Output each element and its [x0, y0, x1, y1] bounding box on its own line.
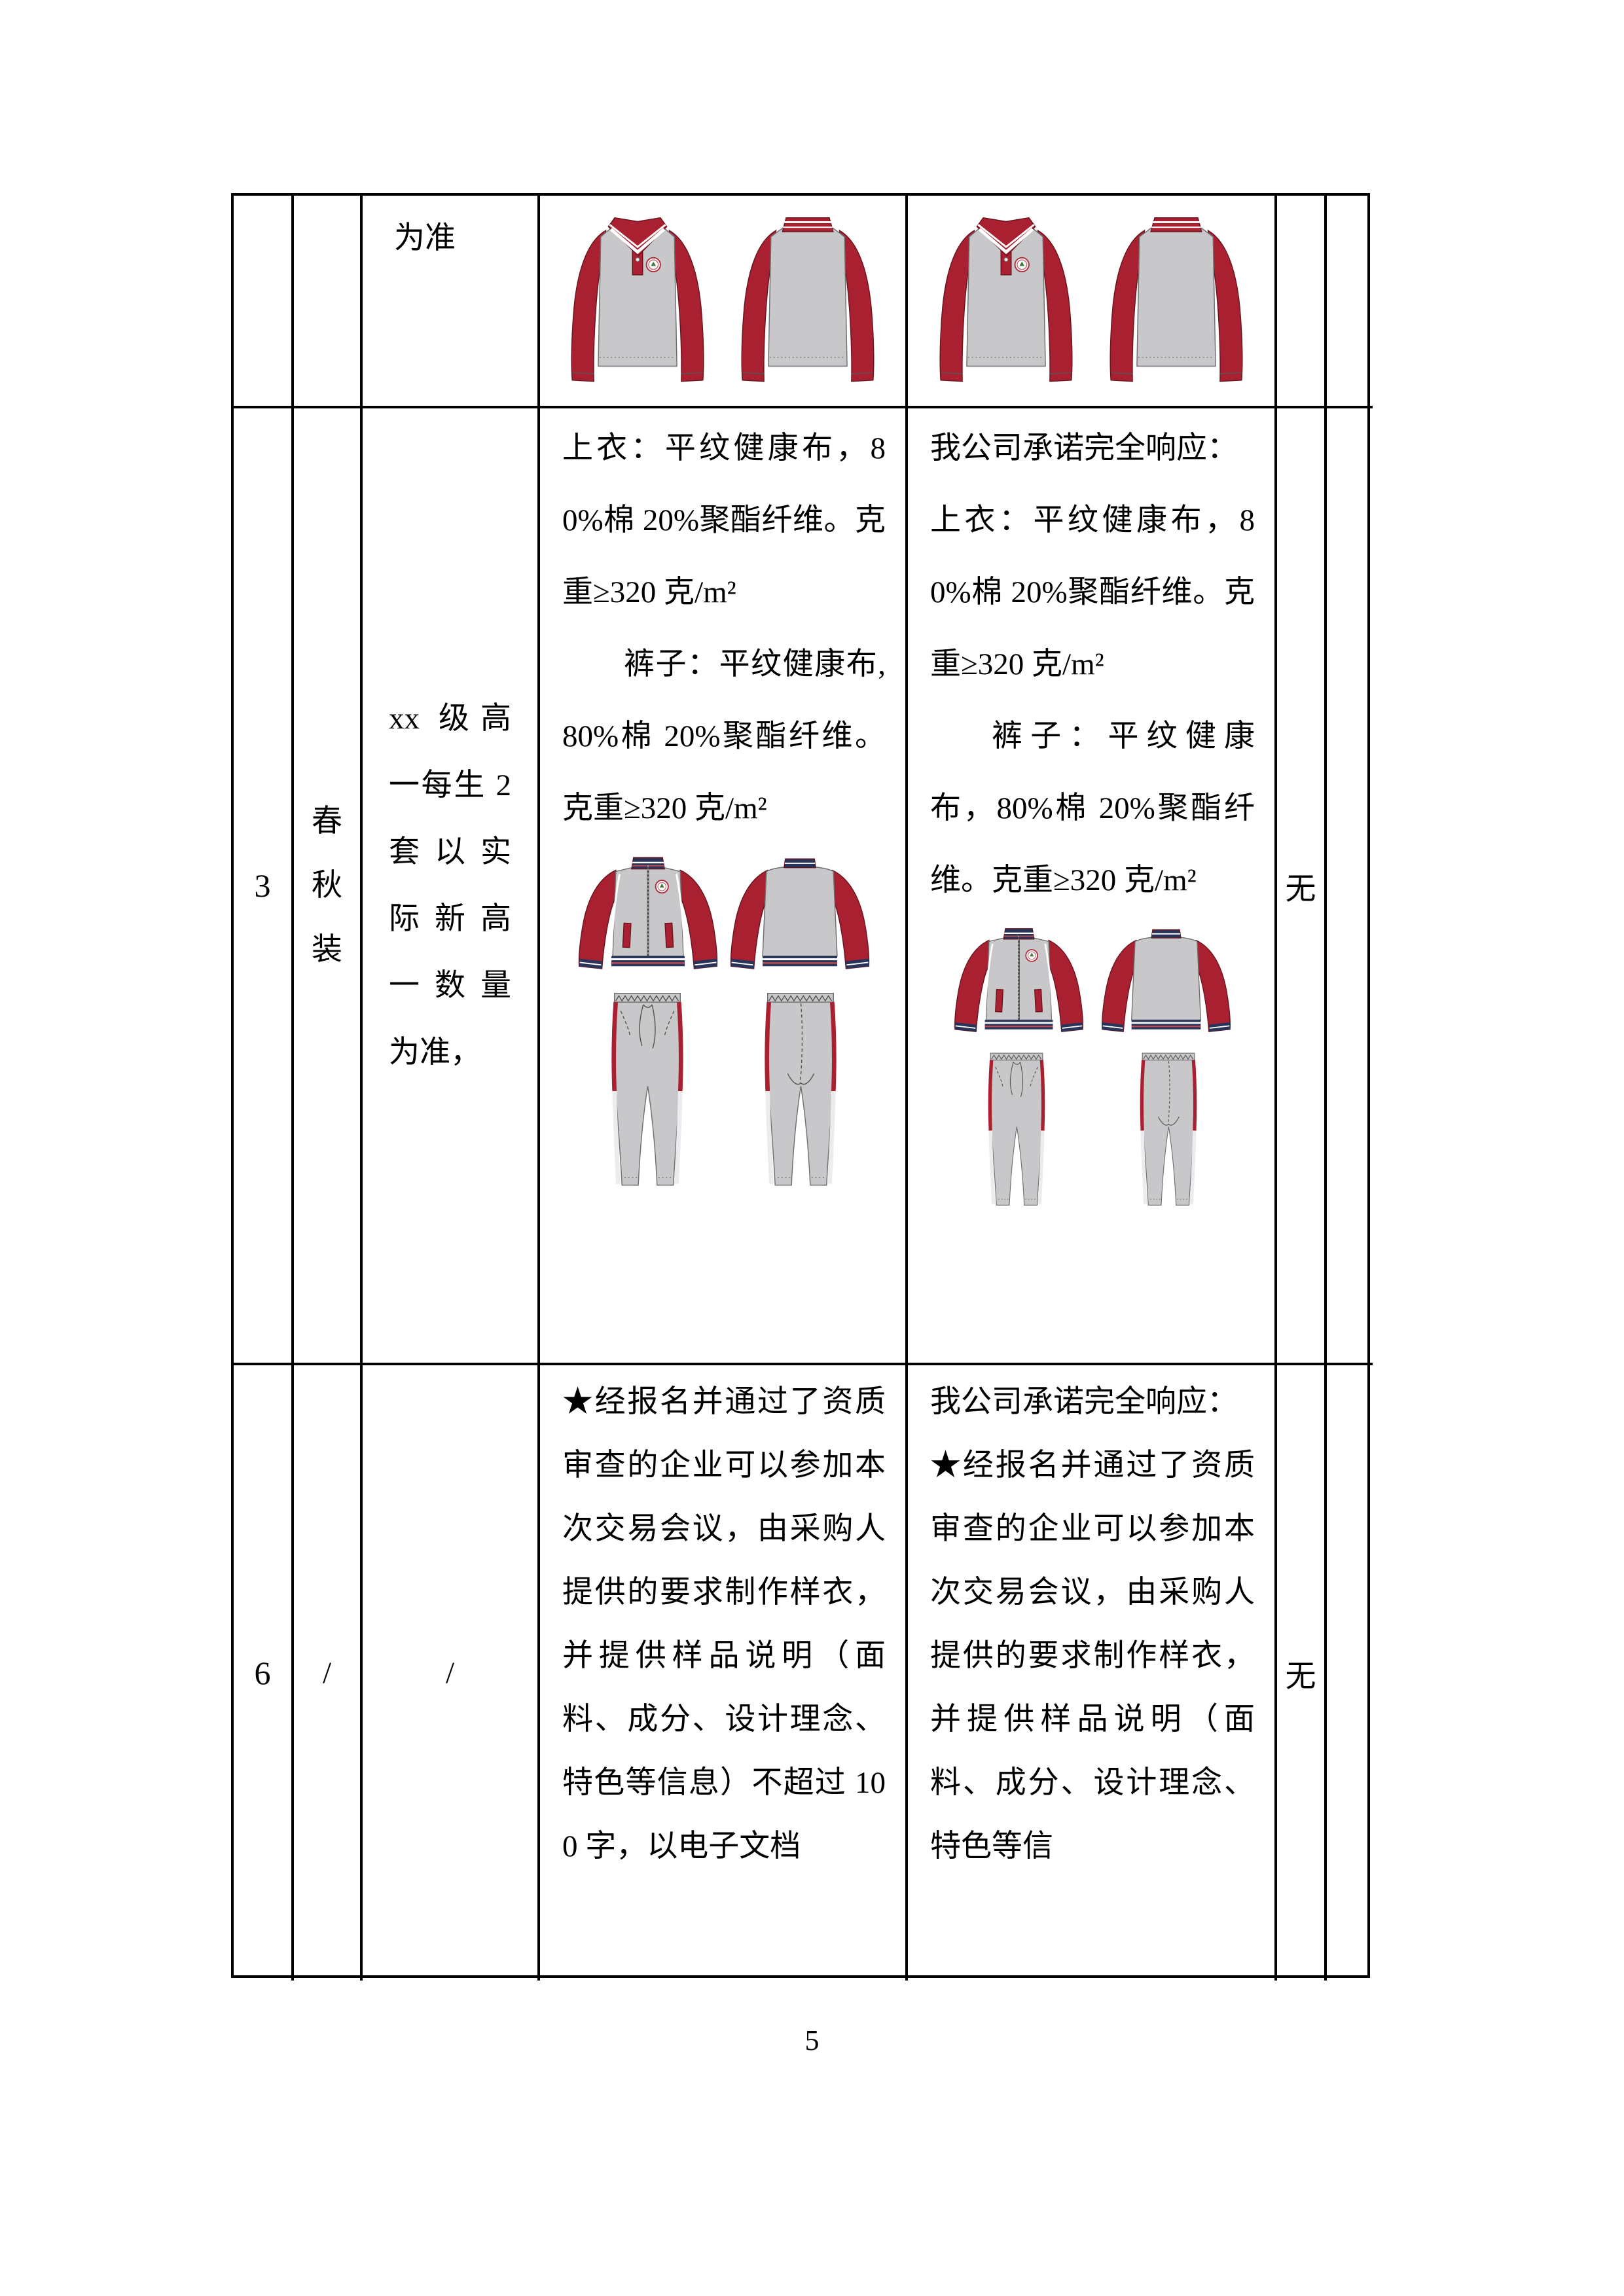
- item6-response-intro: 我公司承诺完全响应：: [930, 1385, 1238, 1419]
- polo-shirt-back-illustration: [725, 198, 890, 389]
- cell-cont-deviation: [1277, 196, 1327, 408]
- item6-deviation: 无: [1277, 1365, 1327, 1981]
- item3-category: 春秋装: [294, 408, 363, 1365]
- cell-cont-category: [294, 196, 363, 408]
- item3-deviation: 无: [1277, 408, 1327, 1365]
- item3-number: 3: [234, 408, 294, 1365]
- item6-remark: [1327, 1365, 1373, 1981]
- item3-response-pants: 裤子：平纹健康布，80%棉 20%聚酯纤维。克重≥320 克/m²: [930, 719, 1255, 897]
- item6-response-text: ★经报名并通过了资质审查的企业可以参加本次交易会议，由采购人提供的要求制作样衣，…: [930, 1448, 1255, 1863]
- response-pants-illustrations: [930, 1047, 1255, 1216]
- item3-description: xx 级高一每生 2 套以实际新高一数量为准，: [363, 408, 540, 1365]
- item6-spec-text: ★经报名并通过了资质审查的企业可以参加本次交易会议，由采购人提供的要求制作样衣，…: [562, 1385, 886, 1863]
- track-pants-front-illustration: [596, 986, 699, 1199]
- response-jacket-illustrations: [930, 922, 1255, 1045]
- item3-category-label: 春秋装: [312, 804, 342, 967]
- item3-spec-pants: 裤子：平纹健康布,80%棉 20%聚酯纤维。克重≥320 克/m²: [562, 647, 886, 825]
- continuation-description-text: 为准: [394, 221, 456, 255]
- polo-shirt-front-illustration: [924, 198, 1089, 389]
- spec-response-table: 为准 3 春秋装 xx 级高一每生 2 套以实际新高一数量为准， 上衣：平纹健康…: [231, 193, 1373, 1981]
- item6-specification: ★经报名并通过了资质审查的企业可以参加本次交易会议，由采购人提供的要求制作样衣，…: [540, 1365, 908, 1981]
- cell-cont-remark: [1327, 196, 1373, 408]
- item3-description-text: xx 级高一每生 2 套以实际新高一数量为准，: [389, 702, 511, 1069]
- track-pants-front-illustration: [967, 1047, 1066, 1216]
- track-pants-back-illustration: [749, 986, 852, 1199]
- item6-description: /: [363, 1365, 540, 1981]
- track-jacket-back-illustration: [727, 850, 873, 983]
- track-jacket-front-illustration: [575, 850, 721, 983]
- track-pants-back-illustration: [1119, 1047, 1218, 1216]
- item3-response-top: 上衣：平纹健康布，80%棉 20%聚酯纤维。克重≥320 克/m²: [930, 503, 1255, 681]
- item3-response-intro: 我公司承诺完全响应：: [930, 431, 1238, 465]
- spec-polo-illustrations: [540, 196, 905, 389]
- item3-response: 我公司承诺完全响应： 上衣：平纹健康布，80%棉 20%聚酯纤维。克重≥320 …: [908, 408, 1277, 1365]
- cell-cont-no: [234, 196, 294, 408]
- track-jacket-front-illustration: [948, 922, 1089, 1045]
- cell-cont-response: [908, 196, 1277, 408]
- cell-cont-description: 为准: [363, 196, 540, 408]
- item3-spec-top: 上衣：平纹健康布，80%棉 20%聚酯纤维。克重≥320 克/m²: [562, 431, 886, 609]
- item3-remark: [1327, 408, 1373, 1365]
- item6-category: /: [294, 1365, 363, 1981]
- polo-shirt-back-illustration: [1094, 198, 1259, 389]
- spec-jacket-illustrations: [562, 850, 886, 983]
- response-polo-illustrations: [908, 196, 1274, 389]
- page-number: 5: [804, 2024, 820, 2056]
- item6-number: 6: [234, 1365, 294, 1981]
- track-jacket-back-illustration: [1096, 922, 1236, 1045]
- cell-cont-spec: [540, 196, 908, 408]
- spec-pants-illustrations: [562, 986, 886, 1199]
- item3-specification: 上衣：平纹健康布，80%棉 20%聚酯纤维。克重≥320 克/m² 裤子：平纹健…: [540, 408, 908, 1365]
- polo-shirt-front-illustration: [555, 198, 720, 389]
- item6-response: 我公司承诺完全响应： ★经报名并通过了资质审查的企业可以参加本次交易会议，由采购…: [908, 1365, 1277, 1981]
